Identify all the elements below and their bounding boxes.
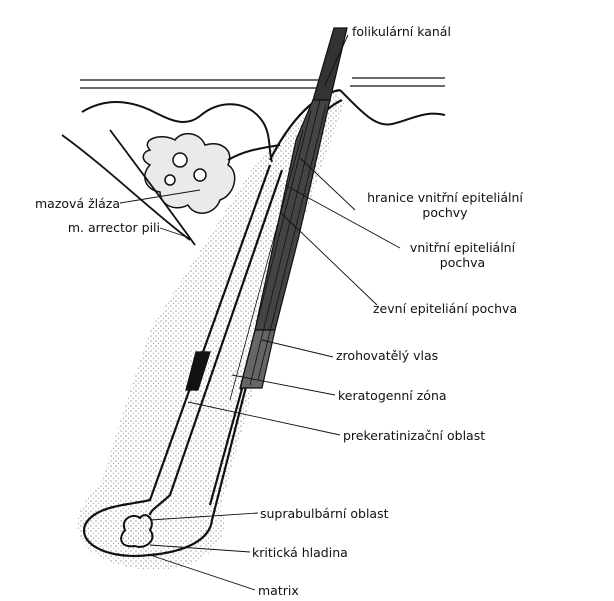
skin-surface xyxy=(80,78,445,162)
label-critical-level: kritická hladina xyxy=(252,545,348,560)
label-keratinized-hair: zrohovatělý vlas xyxy=(336,348,438,363)
label-inner-sheath-boundary: hranice vnitřní epiteliální pochvy xyxy=(355,190,535,220)
label-outer-sheath: zevní epiteliání pochva xyxy=(373,301,517,316)
label-prekeratinization-area: prekeratinizační oblast xyxy=(343,428,485,443)
label-sebaceous-gland: mazová žláza xyxy=(20,196,120,211)
label-follicular-canal: folikulární kanál xyxy=(352,24,451,39)
label-inner-sheath-boundary-line1: hranice vnitřní epiteliální xyxy=(355,190,535,205)
label-keratogenous-zone: keratogenní zóna xyxy=(338,388,447,403)
label-matrix: matrix xyxy=(258,583,299,598)
label-inner-sheath: vnitřní epiteliální pochva xyxy=(395,240,530,270)
label-suprabulbar-area: suprabulbární oblast xyxy=(260,506,389,521)
label-inner-sheath-line1: vnitřní epiteliální xyxy=(395,240,530,255)
label-inner-sheath-boundary-line2: pochvy xyxy=(355,205,535,220)
hair-bulb xyxy=(121,515,152,547)
label-inner-sheath-line2: pochva xyxy=(395,255,530,270)
label-arrector-pili: m. arrector pili xyxy=(20,220,160,235)
